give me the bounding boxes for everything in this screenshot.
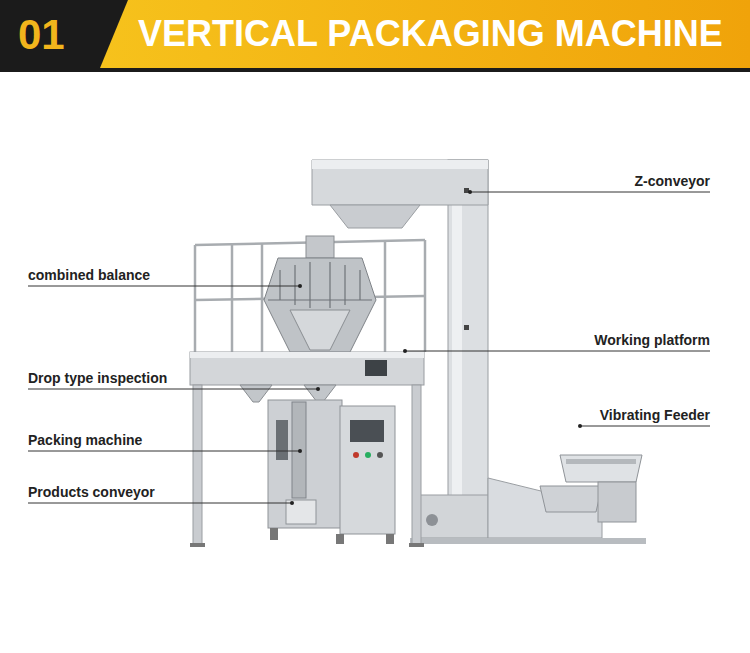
output-bag <box>286 500 316 524</box>
leader-dot <box>290 501 294 505</box>
conveyor-arm <box>312 160 488 205</box>
feeder-hopper <box>540 486 602 512</box>
part-label: Working platform <box>594 331 710 349</box>
button <box>377 452 383 458</box>
forming-tube <box>292 402 306 498</box>
leader-line <box>28 503 292 504</box>
foot <box>190 543 205 547</box>
weigher-body <box>264 258 376 352</box>
discharge-hopper <box>330 205 420 228</box>
feeder-stand <box>598 482 636 522</box>
control-panel <box>350 420 384 442</box>
working-platform <box>190 352 424 385</box>
tray-rim <box>566 459 636 464</box>
leader-dot <box>403 349 407 353</box>
film-drive <box>276 420 288 460</box>
foot <box>386 534 394 544</box>
leader-lines <box>28 192 710 503</box>
leader-dot <box>316 387 320 391</box>
vibrating-feeder <box>540 455 642 522</box>
touch-screen <box>365 360 387 376</box>
section-number: 01 <box>18 11 65 59</box>
collecting-chute <box>290 310 350 350</box>
foot <box>409 543 424 547</box>
part-label: Drop type inspection <box>28 369 167 387</box>
leader-dots <box>290 190 582 505</box>
sensor <box>464 325 469 330</box>
combined-balance <box>264 236 376 352</box>
bucket-edge <box>344 265 345 305</box>
header-band <box>100 0 750 68</box>
post <box>424 240 427 352</box>
bucket-edge <box>359 270 360 300</box>
arm-highlight <box>312 160 488 169</box>
weigher-buckets <box>268 262 372 308</box>
motor <box>426 514 438 526</box>
part-label: Products conveyor <box>28 483 155 501</box>
leader-line <box>470 192 710 193</box>
leader-dot <box>468 190 472 194</box>
part-label: Z-conveyor <box>635 172 710 190</box>
control-cabinet <box>340 406 395 534</box>
page-title: VERTICAL PACKAGING MACHINE <box>138 12 723 56</box>
foot <box>270 528 278 540</box>
conveyor-base <box>418 495 488 538</box>
post <box>261 243 264 352</box>
weigher-top <box>306 236 334 258</box>
leader-line <box>580 426 710 427</box>
platform-leg <box>412 385 421 545</box>
foot <box>336 534 344 544</box>
leader-line <box>28 389 318 390</box>
feeder-tray <box>560 455 642 482</box>
column-highlight <box>452 160 462 500</box>
bucket-edge <box>329 262 330 308</box>
part-label: Packing machine <box>28 431 142 449</box>
leader-dot <box>298 284 302 288</box>
leader-line <box>28 451 300 452</box>
machine-frame <box>268 400 342 528</box>
leader-dot <box>578 424 582 428</box>
bucket-edge <box>279 270 280 300</box>
bucket-edge <box>309 262 310 308</box>
leader-line <box>405 351 710 352</box>
drop-funnel <box>304 385 336 402</box>
button <box>365 452 371 458</box>
header-bar <box>0 0 750 72</box>
bucket-edge <box>268 299 372 300</box>
button <box>353 452 359 458</box>
conveyor-elbow <box>488 478 602 538</box>
base-plate <box>410 538 646 544</box>
part-label: Vibrating Feeder <box>600 406 710 424</box>
bucket-edge <box>294 265 295 305</box>
leader-dot <box>298 449 302 453</box>
part-label: combined balance <box>28 266 150 284</box>
platform-leg <box>193 385 202 545</box>
drop-funnel <box>240 385 272 402</box>
post <box>231 244 234 352</box>
packing-machine <box>268 400 395 544</box>
deck-edge <box>190 352 424 358</box>
conveyor-column <box>448 160 488 500</box>
leader-line <box>28 286 300 287</box>
post <box>384 241 387 352</box>
post <box>194 245 197 352</box>
